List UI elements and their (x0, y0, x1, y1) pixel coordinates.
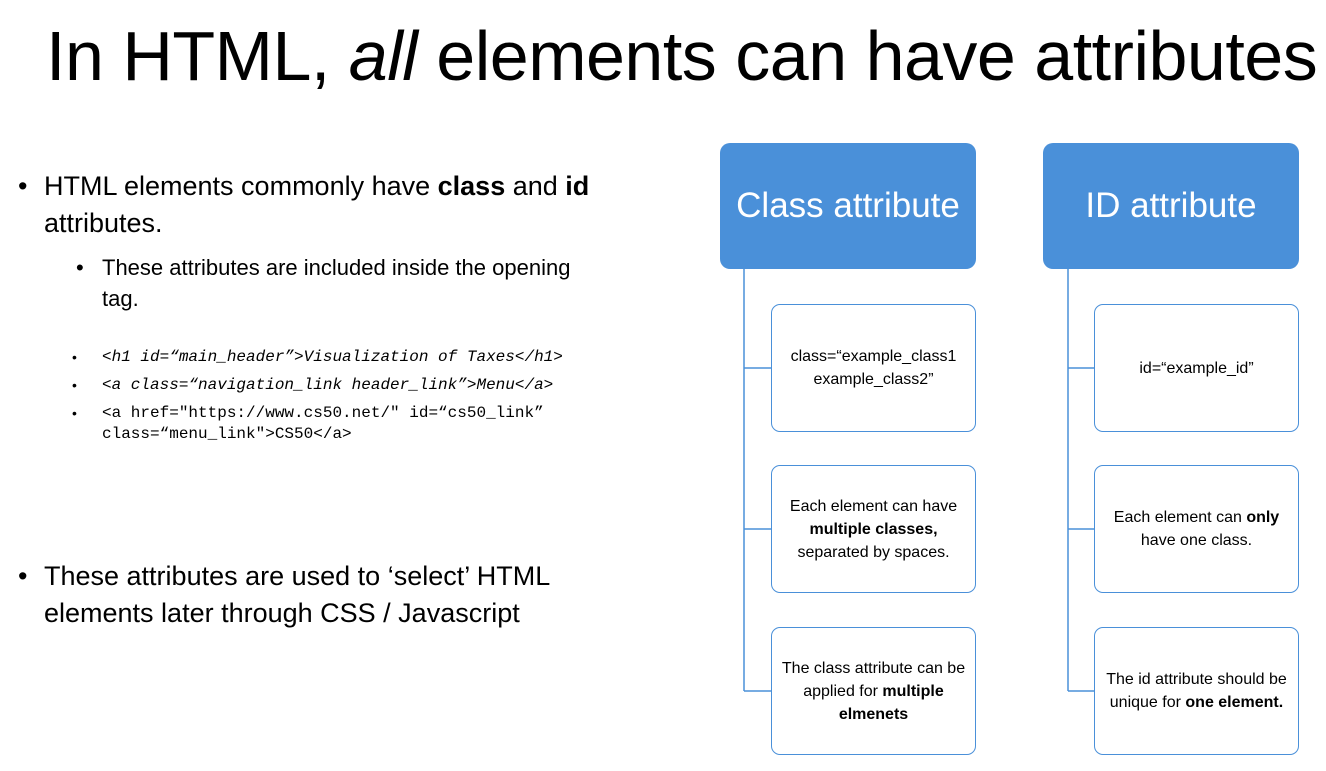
bullet-dot-icon: • (18, 171, 28, 201)
title-emphasis: all (348, 17, 418, 95)
bullet-select: • These attributes are used to ‘select’ … (18, 558, 598, 632)
card-text-pre: The class attribute can be applied for (781, 659, 966, 700)
card-text-pre: The id attribute should be unique for (1106, 671, 1287, 711)
sub-bullet-opening-tag: • These attributes are included inside t… (76, 252, 576, 314)
bullet-dot-icon: • (72, 349, 77, 365)
id-card-example: id=“example_id” (1094, 304, 1299, 432)
card-text-pre: Each element can have (789, 497, 958, 515)
code-text: <a class=“navigation_link header_link”>M… (102, 376, 554, 394)
bullet-text: HTML elements commonly have (44, 171, 438, 201)
card-text: class=“example_class1 example_class2” (790, 348, 957, 388)
code-example: • <h1 id=“main_header”>Visualization of T… (72, 347, 592, 368)
card-text-post: separated by spaces. (797, 543, 950, 561)
class-card-multiple: Each element can have multiple classes, … (771, 465, 976, 593)
bullet-text: attributes. (44, 208, 163, 238)
card-text-bold: one element. (1185, 694, 1284, 711)
title-part-1: In HTML, (46, 17, 349, 95)
code-example: • <a href="https://www.cs50.net/" id=“cs5… (72, 403, 592, 445)
bullet-dot-icon: • (18, 561, 28, 591)
code-text: <a href="https://www.cs50.net/" id=“cs50… (102, 404, 544, 443)
card-text-pre: Each element can (1113, 509, 1247, 526)
slide-title: In HTML, all elements can have attribute… (46, 8, 1321, 104)
sub-bullet-text: These attributes are included inside the… (102, 255, 571, 311)
class-card-example: class=“example_class1 example_class2” (771, 304, 976, 432)
code-example: • <a class=“navigation_link header_link”>… (72, 375, 592, 396)
id-card-only: Each element can only have one class. (1094, 465, 1299, 593)
bullet-dot-icon: • (72, 405, 77, 421)
card-text-post: have one class. (1140, 532, 1253, 549)
bullet-dot-icon: • (72, 377, 77, 393)
card-text: Each element can only have one class. (1101, 506, 1292, 552)
title-part-2: elements can have attributes (417, 17, 1318, 95)
card-text: The id attribute should be unique for on… (1101, 668, 1292, 714)
bullet-text: These attributes are used to ‘select’ HT… (44, 561, 550, 628)
bullet-text: and (505, 171, 566, 201)
code-examples-list: • <h1 id=“main_header”>Visualization of T… (72, 347, 592, 452)
card-text: The class attribute can be applied for m… (778, 657, 969, 726)
bullet-dot-icon: • (76, 255, 84, 280)
bullet-bold-id: id (565, 171, 590, 201)
card-text-bold: multiple elmenets (838, 682, 944, 723)
bullet-bold-class: class (437, 171, 506, 201)
id-attribute-header: ID attribute (1043, 143, 1299, 269)
card-text-bold: only (1246, 509, 1280, 526)
class-card-applied: The class attribute can be applied for m… (771, 627, 976, 755)
class-attribute-header: Class attribute (720, 143, 976, 269)
code-text: <h1 id=“main_header”>Visualization of Ta… (102, 348, 563, 366)
bullet-class-id: • HTML elements commonly have class and … (18, 168, 598, 242)
card-text-bold: multiple classes, (809, 520, 938, 538)
id-card-unique: The id attribute should be unique for on… (1094, 627, 1299, 755)
card-text: id=“example_id” (1139, 359, 1254, 377)
card-text: Each element can have multiple classes, … (778, 495, 969, 564)
